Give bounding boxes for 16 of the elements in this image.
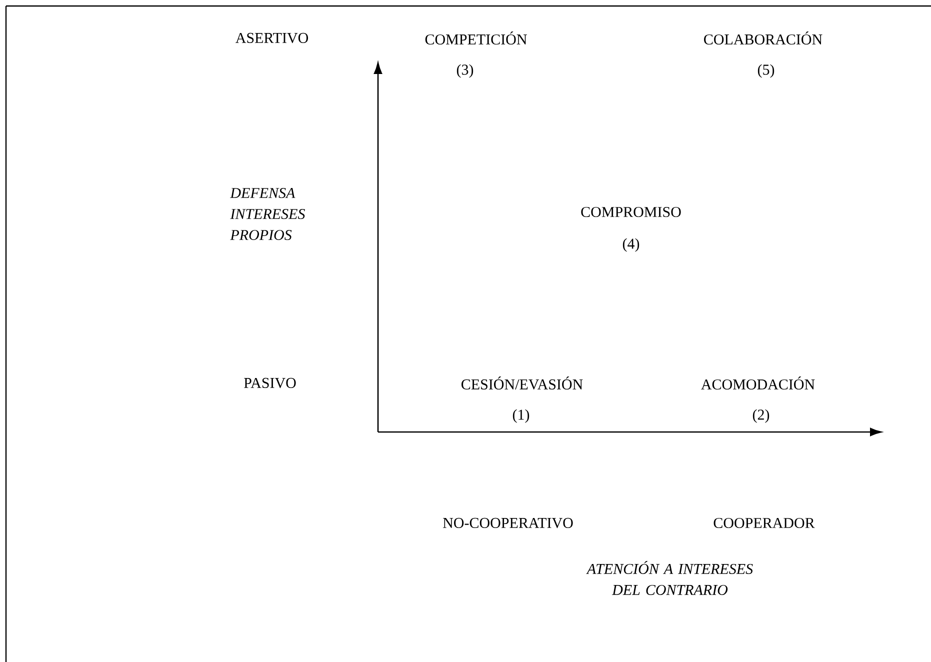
strategy-label: COLABORACIÓN	[704, 32, 822, 44]
level-label: NO-COOPERATIVO	[443, 518, 573, 528]
strategy-label: COMPROMISO	[581, 206, 681, 218]
strategy-label: ACOMODACIÓN	[701, 376, 815, 390]
strategy-number: (4)	[622, 238, 640, 252]
strategy-number: (5)	[758, 64, 774, 78]
strategy-label: CESIÓN/EVASIÓN	[462, 376, 583, 390]
level-label: ASERTIVO	[236, 32, 308, 44]
strategy-label: COMPETICIÓN	[425, 32, 527, 44]
strategy-number: (2)	[752, 409, 770, 423]
axis-title: ATENCIÓN A INTERESES DEL CONTRARIO	[586, 561, 753, 595]
level-label: PASIVO	[244, 378, 296, 388]
axis-title: DEFENSA INTERESES PROPIOS	[230, 188, 305, 240]
strategy-number: (3)	[456, 64, 474, 78]
level-label: COOPERADOR	[714, 518, 815, 528]
strategy-number: (1)	[512, 409, 530, 423]
